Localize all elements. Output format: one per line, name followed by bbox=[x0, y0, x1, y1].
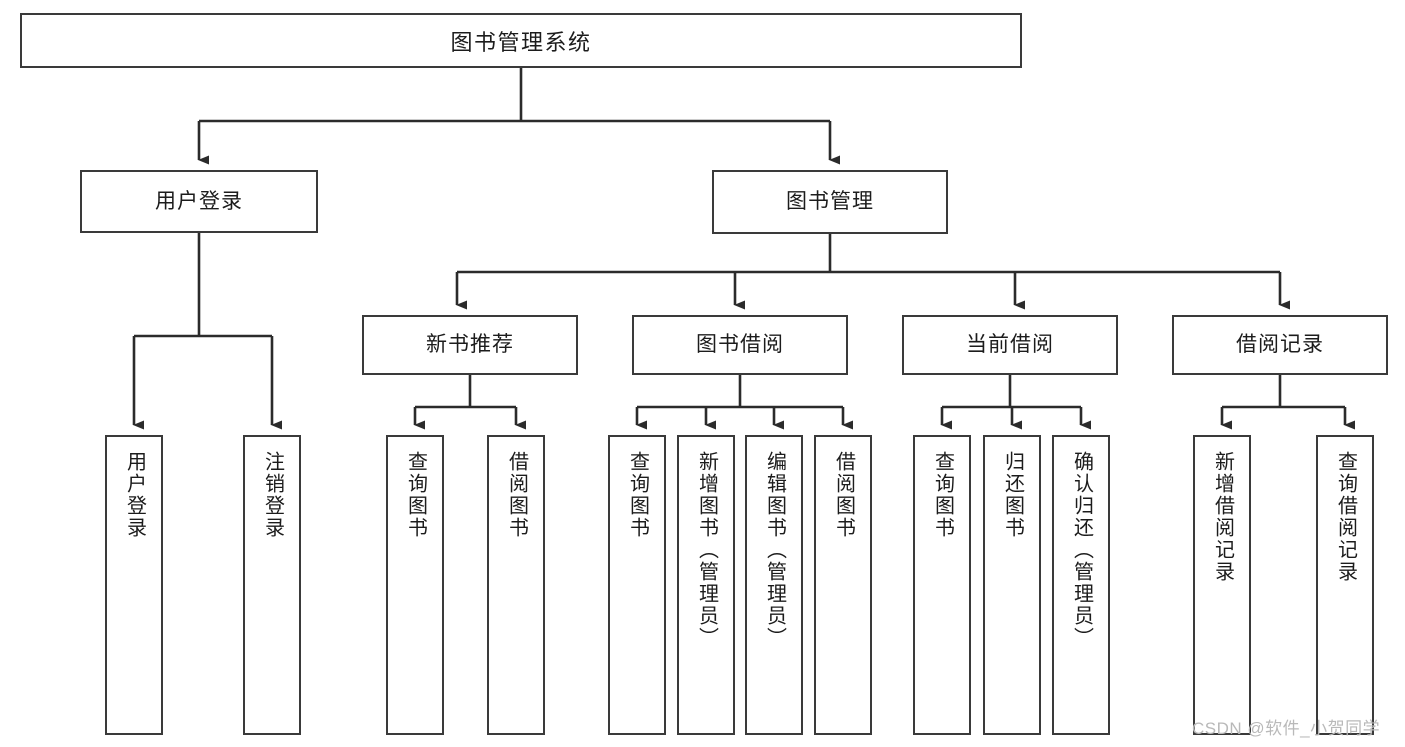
node-leaf-add-book-label: 新增图书（管理员） bbox=[695, 451, 718, 649]
node-leaf-user-login-label: 用户登录 bbox=[123, 451, 146, 539]
node-leaf-confirm-return-label: 确认归还（管理员） bbox=[1070, 451, 1093, 649]
node-leaf-edit-book-label: 编辑图书（管理员） bbox=[763, 451, 786, 649]
node-leaf-query-book-recommend[interactable]: 查询图书 bbox=[386, 435, 444, 735]
node-leaf-query-book-current-label: 查询图书 bbox=[931, 451, 954, 539]
node-leaf-add-borrow-record[interactable]: 新增借阅记录 bbox=[1193, 435, 1251, 735]
node-user-login-label: 用户登录 bbox=[155, 189, 243, 213]
csdn-watermark: CSDN @软件_小贺同学 bbox=[1192, 719, 1381, 738]
node-leaf-return-book[interactable]: 归还图书 bbox=[983, 435, 1041, 735]
node-current-borrow-label: 当前借阅 bbox=[966, 333, 1054, 357]
node-leaf-confirm-return[interactable]: 确认归还（管理员） bbox=[1052, 435, 1110, 735]
node-leaf-query-borrow-record-label: 查询借阅记录 bbox=[1334, 451, 1357, 583]
node-borrow-record-label: 借阅记录 bbox=[1236, 333, 1324, 357]
node-leaf-logout-login-label: 注销登录 bbox=[261, 451, 284, 539]
node-root-label: 图书管理系统 bbox=[450, 29, 592, 55]
node-current-borrow[interactable]: 当前借阅 bbox=[902, 315, 1118, 375]
node-leaf-borrow-book-label: 借阅图书 bbox=[832, 451, 855, 539]
node-book-manage[interactable]: 图书管理 bbox=[712, 170, 948, 234]
node-leaf-borrow-book[interactable]: 借阅图书 bbox=[814, 435, 872, 735]
node-new-book-recommend[interactable]: 新书推荐 bbox=[362, 315, 578, 375]
node-user-login[interactable]: 用户登录 bbox=[80, 170, 318, 233]
node-leaf-edit-book[interactable]: 编辑图书（管理员） bbox=[745, 435, 803, 735]
node-leaf-return-book-label: 归还图书 bbox=[1001, 451, 1024, 539]
node-leaf-add-borrow-record-label: 新增借阅记录 bbox=[1211, 451, 1234, 583]
node-leaf-query-book-borrow-label: 查询图书 bbox=[626, 451, 649, 539]
node-new-book-recommend-label: 新书推荐 bbox=[426, 333, 514, 357]
node-leaf-query-book-recommend-label: 查询图书 bbox=[404, 451, 427, 539]
node-book-borrow[interactable]: 图书借阅 bbox=[632, 315, 848, 375]
node-leaf-logout-login[interactable]: 注销登录 bbox=[243, 435, 301, 735]
node-borrow-record[interactable]: 借阅记录 bbox=[1172, 315, 1388, 375]
node-leaf-add-book[interactable]: 新增图书（管理员） bbox=[677, 435, 735, 735]
node-leaf-query-book-current[interactable]: 查询图书 bbox=[913, 435, 971, 735]
node-leaf-query-book-borrow[interactable]: 查询图书 bbox=[608, 435, 666, 735]
node-book-manage-label: 图书管理 bbox=[786, 190, 874, 214]
node-book-borrow-label: 图书借阅 bbox=[696, 333, 784, 357]
node-root-system[interactable]: 图书管理系统 bbox=[20, 13, 1022, 68]
node-leaf-query-borrow-record[interactable]: 查询借阅记录 bbox=[1316, 435, 1374, 735]
node-leaf-borrow-book-recommend-label: 借阅图书 bbox=[505, 451, 528, 539]
node-leaf-user-login[interactable]: 用户登录 bbox=[105, 435, 163, 735]
node-leaf-borrow-book-recommend[interactable]: 借阅图书 bbox=[487, 435, 545, 735]
